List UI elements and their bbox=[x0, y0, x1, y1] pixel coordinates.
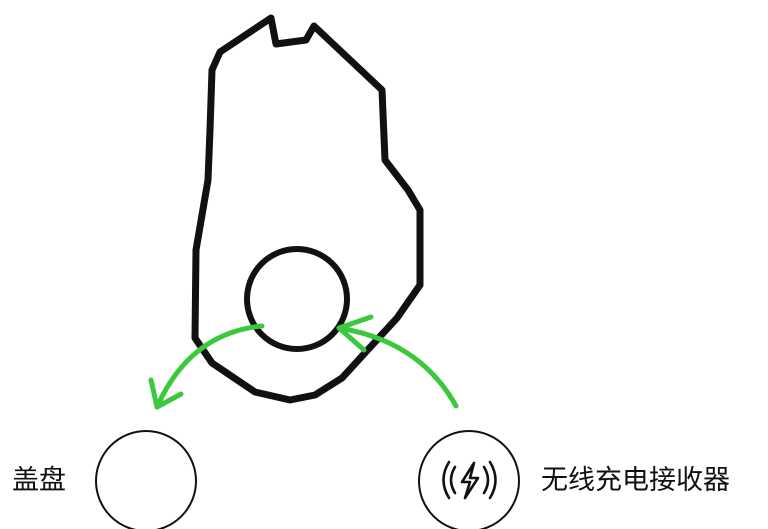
mouse-outline-icon bbox=[191, 14, 424, 404]
cover-plate-label: 盖盘 bbox=[12, 465, 66, 496]
arrow-from-receiver bbox=[336, 325, 459, 409]
wireless-charging-icon bbox=[442, 460, 497, 500]
arrow-head-right bbox=[336, 314, 374, 353]
wireless-receiver-label: 无线充电接收器 bbox=[541, 465, 730, 496]
wireless-receiver-circle bbox=[418, 430, 520, 529]
cover-plate-circle bbox=[95, 430, 197, 529]
arrow-head-left bbox=[148, 377, 184, 410]
round-slot-icon bbox=[244, 246, 350, 352]
arrow-to-cover-plate bbox=[154, 323, 265, 410]
